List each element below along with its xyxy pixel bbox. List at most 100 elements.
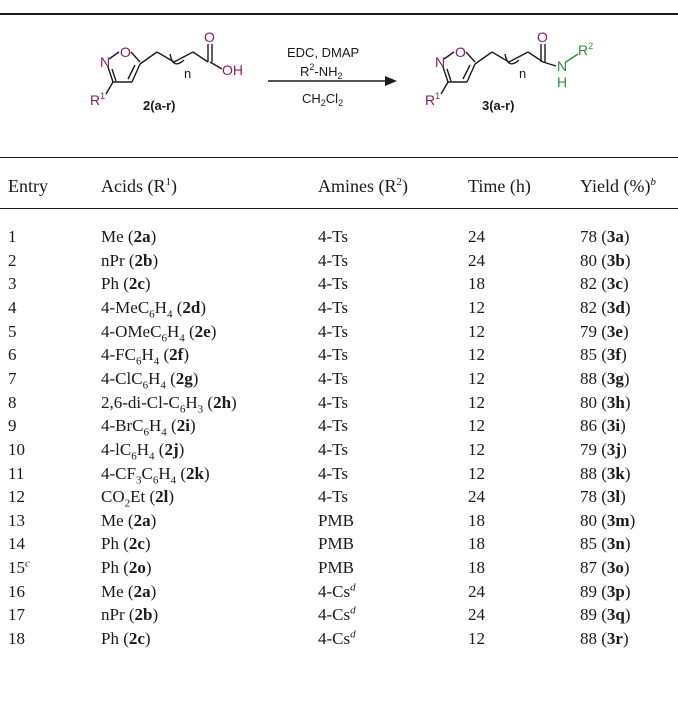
- yield-cell: 86 (3i): [580, 416, 626, 436]
- reactant-carbonyl-o: O: [204, 29, 215, 45]
- entry-cell: 6: [8, 345, 17, 365]
- time-cell: 12: [468, 297, 485, 317]
- time-cell: 12: [468, 439, 485, 459]
- acid-cell: 4-ClC6H4 (2g): [101, 368, 199, 392]
- entry-cell: 12: [8, 487, 25, 507]
- header-amines: Amines (R2): [318, 176, 408, 196]
- reagent-solvent: CH2Cl2: [302, 91, 343, 108]
- acid-cell: 4-MeC6H4 (2d): [101, 297, 207, 321]
- amine-cell: 4-Ts: [318, 345, 348, 365]
- reactant-r1: R1: [90, 91, 105, 108]
- yield-cell: 78 (3a): [580, 227, 630, 246]
- header-yield: Yield (%)b: [580, 176, 656, 196]
- yield-cell: 85 (3n): [580, 534, 631, 554]
- amine-cell: PMB: [318, 558, 354, 578]
- table-row: 7 4-ClC6H4 (2g) 4-Ts 12 88 (3g): [0, 369, 678, 393]
- yield-cell: 88 (3k): [580, 463, 631, 483]
- yield-cell: 88 (3r): [580, 629, 629, 649]
- amine-cell: 4-Csd: [318, 604, 356, 625]
- product-n-subscript: n: [519, 66, 526, 81]
- acid-cell: Me (2a): [101, 510, 157, 530]
- amine-cell: 4-Ts: [318, 227, 348, 246]
- amine-cell: 4-Ts: [318, 274, 348, 294]
- entry-cell: 7: [8, 368, 17, 388]
- yield-cell: 89 (3p): [580, 581, 631, 601]
- time-cell: 24: [468, 250, 485, 270]
- entry-cell: 4: [8, 297, 17, 317]
- amine-cell: PMB: [318, 534, 354, 554]
- time-cell: 12: [468, 629, 485, 649]
- entry-cell: 15c: [8, 557, 30, 578]
- acid-cell: Me (2a): [101, 581, 157, 601]
- time-cell: 12: [468, 368, 485, 388]
- product-amide-n: N: [557, 58, 567, 74]
- entry-cell: 18: [8, 629, 25, 649]
- yield-cell: 79 (3e): [580, 321, 629, 341]
- entry-cell: 11: [8, 463, 25, 483]
- entry-cell: 5: [8, 321, 17, 341]
- product-o-atom: O: [455, 44, 466, 60]
- entry-cell: 8: [8, 392, 17, 412]
- time-cell: 12: [468, 416, 485, 436]
- amine-cell: 4-Ts: [318, 321, 348, 341]
- amine-cell: PMB: [318, 510, 354, 530]
- amine-cell: 4-Ts: [318, 250, 348, 270]
- time-cell: 12: [468, 345, 485, 365]
- product-r1: R1: [425, 91, 440, 108]
- amine-cell: 4-Ts: [318, 416, 348, 436]
- acid-cell: 4-OMeC6H4 (2e): [101, 321, 217, 344]
- yield-cell: 82 (3c): [580, 274, 629, 294]
- amine-cell: 4-Ts: [318, 297, 348, 317]
- table-row: 10 4-lC6H4 (2j) 4-Ts 12 79 (3j): [0, 440, 678, 464]
- acid-cell: Me (2a): [101, 227, 157, 246]
- time-cell: 24: [468, 581, 485, 601]
- entry-cell: 10: [8, 439, 25, 459]
- amine-cell: 4-Csd: [318, 581, 356, 601]
- table-row: 16 Me (2a) 4-Csd 24 89 (3p): [0, 582, 678, 606]
- table-row: 1 Me (2a) 4-Ts 24 78 (3a): [0, 227, 678, 251]
- entry-cell: 13: [8, 510, 25, 530]
- product-n-atom: N: [435, 54, 445, 70]
- time-cell: 12: [468, 321, 485, 341]
- yield-cell: 78 (3l): [580, 487, 626, 507]
- reactant-o-atom: O: [120, 44, 131, 60]
- reactant-n-atom: N: [100, 54, 110, 70]
- time-cell: 12: [468, 463, 485, 483]
- header-entry: Entry: [8, 176, 48, 196]
- entry-cell: 1: [8, 227, 17, 246]
- reagent-edc-dmap: EDC, DMAP: [287, 45, 359, 60]
- acid-cell: 4-FC6H4 (2f): [101, 345, 190, 368]
- yield-cell: 82 (3d): [580, 297, 631, 317]
- table-row: 5 4-OMeC6H4 (2e) 4-Ts 12 79 (3e): [0, 322, 678, 346]
- time-cell: 24: [468, 227, 485, 246]
- acid-cell: 4-lC6H4 (2j): [101, 439, 185, 463]
- acid-cell: Ph (2c): [101, 629, 151, 649]
- amine-cell: 4-Ts: [318, 368, 348, 388]
- yield-cell: 80 (3h): [580, 392, 631, 412]
- entry-cell: 16: [8, 581, 25, 601]
- amine-cell: 4-Ts: [318, 439, 348, 459]
- product-label: 3(a-r): [482, 98, 515, 113]
- reaction-scheme: N O O OH n R1 2(a-r) EDC, DMAP R2-NH2 CH…: [90, 29, 593, 113]
- time-cell: 24: [468, 605, 485, 625]
- time-cell: 24: [468, 487, 485, 507]
- time-cell: 18: [468, 510, 485, 530]
- reactant-n-subscript: n: [184, 66, 191, 81]
- amine-cell: 4-Csd: [318, 628, 356, 649]
- acid-cell: 4-CF3C6H4 (2k): [101, 463, 210, 486]
- yield-cell: 79 (3j): [580, 439, 627, 459]
- yield-cell: 88 (3g): [580, 368, 630, 388]
- amine-cell: 4-Ts: [318, 487, 348, 507]
- scheme-bottom-rule: [0, 157, 678, 158]
- amine-cell: 4-Ts: [318, 392, 348, 412]
- product-amide-h: H: [557, 74, 567, 90]
